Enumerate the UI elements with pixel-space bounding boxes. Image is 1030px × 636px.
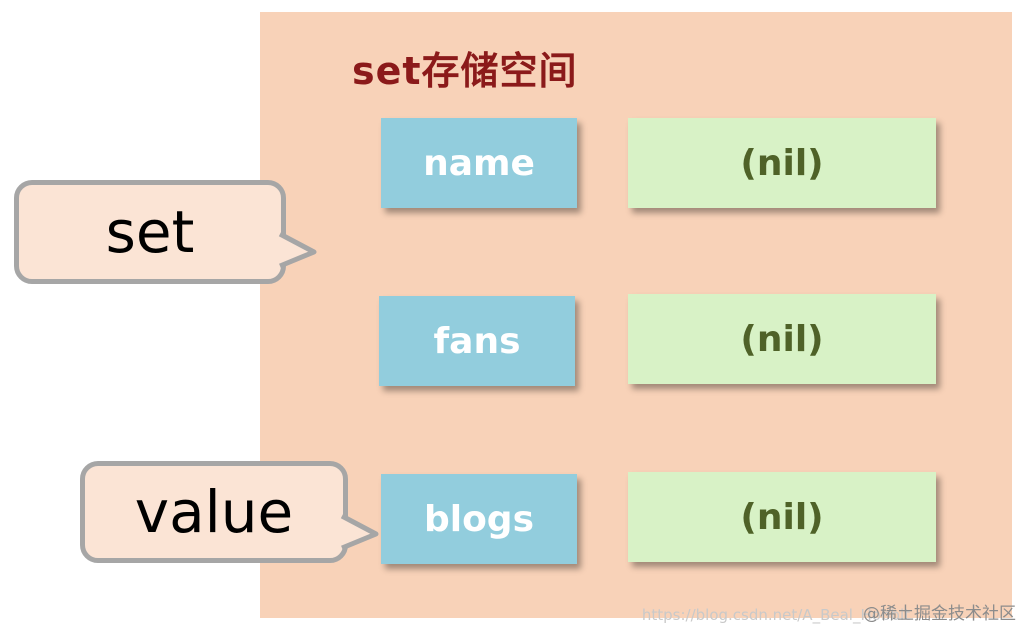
value-callout: value (80, 461, 348, 563)
watermark-url: https://blog.csdn.net/A_Beal_Hobbit (641, 606, 910, 624)
key-box-fans: fans (379, 296, 575, 386)
value-callout-tail (340, 513, 379, 551)
set-callout: set (14, 180, 286, 284)
value-box-fans: (nil) (628, 294, 936, 384)
key-box-blogs: blogs (381, 474, 577, 564)
watermark-site: @稀土掘金技术社区 (863, 604, 1016, 624)
set-callout-tail (278, 231, 317, 269)
value-box-name: (nil) (628, 118, 936, 208)
value-callout-label: value (134, 478, 294, 546)
value-box-blogs: (nil) (628, 472, 936, 562)
key-box-name: name (381, 118, 577, 208)
storage-panel-title: set存储空间 (352, 49, 578, 93)
set-callout-label: set (105, 198, 195, 266)
